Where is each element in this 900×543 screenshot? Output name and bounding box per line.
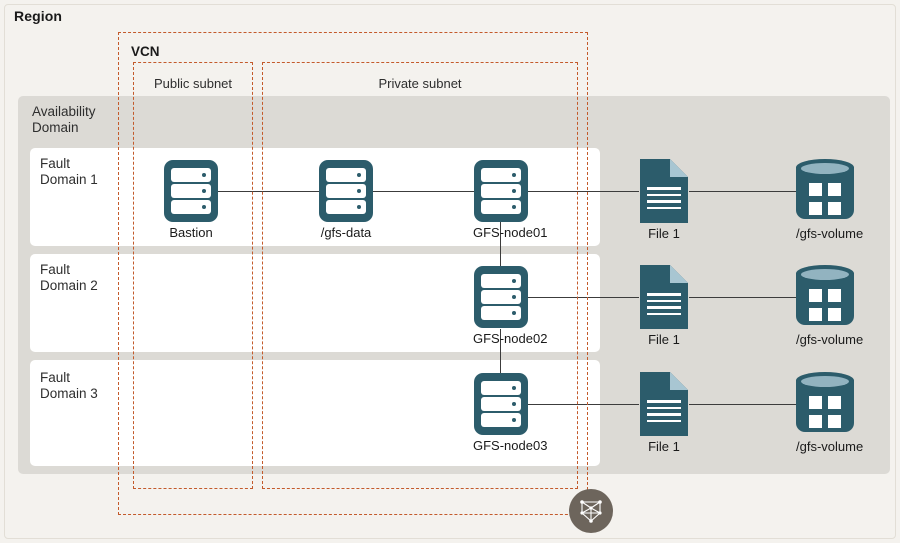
- block-volume-icon: [796, 159, 854, 223]
- link-bastion-to-gfs-data: [217, 191, 323, 192]
- region-title: Region: [14, 8, 63, 24]
- link-file1-to-volume-fd1: [689, 191, 796, 192]
- fault-domain-3-label: Fault Domain 3: [40, 370, 98, 401]
- link-node02-to-node03: [500, 329, 501, 377]
- link-node01-to-node02: [500, 222, 501, 270]
- file-icon: [640, 265, 688, 329]
- file-icon: [640, 159, 688, 223]
- server-icon: [474, 266, 528, 328]
- fault-domain-1-label: Fault Domain 1: [40, 156, 98, 187]
- node-bastion-label: Bastion: [169, 225, 213, 240]
- node-gfs-node03-label: GFS-node03: [473, 438, 548, 453]
- node-gfs-node01[interactable]: GFS-node01: [473, 160, 548, 240]
- node-file1-fd1[interactable]: File 1: [639, 159, 689, 241]
- availability-domain-label: Availability Domain: [32, 104, 96, 135]
- node-file1-fd3[interactable]: File 1: [639, 372, 689, 454]
- server-icon: [474, 160, 528, 222]
- link-gfs-data-to-node01: [372, 191, 474, 192]
- node-file1-fd3-label: File 1: [648, 439, 680, 454]
- private-subnet-boundary: [262, 62, 578, 489]
- node-volume-fd2-label: /gfs-volume: [796, 332, 864, 347]
- node-gfs-data[interactable]: /gfs-data: [318, 160, 374, 240]
- server-icon: [164, 160, 218, 222]
- link-node02-to-file1: [527, 297, 639, 298]
- node-file1-fd2[interactable]: File 1: [639, 265, 689, 347]
- node-volume-fd2[interactable]: /gfs-volume: [796, 265, 864, 347]
- node-volume-fd1[interactable]: /gfs-volume: [796, 159, 864, 241]
- node-file1-fd1-label: File 1: [648, 226, 680, 241]
- node-volume-fd3[interactable]: /gfs-volume: [796, 372, 864, 454]
- node-volume-fd3-label: /gfs-volume: [796, 439, 864, 454]
- file-icon: [640, 372, 688, 436]
- public-subnet-boundary: [133, 62, 253, 489]
- node-gfs-node02-label: GFS-node02: [473, 331, 548, 346]
- private-subnet-label: Private subnet: [378, 76, 462, 91]
- link-file1-to-volume-fd3: [689, 404, 796, 405]
- node-gfs-node02[interactable]: GFS-node02: [473, 266, 548, 346]
- block-volume-icon: [796, 265, 854, 329]
- node-gfs-data-label: /gfs-data: [320, 225, 372, 240]
- server-icon: [474, 373, 528, 435]
- glusterfs-logo: [569, 489, 613, 533]
- link-file1-to-volume-fd2: [689, 297, 796, 298]
- fault-domain-2-label: Fault Domain 2: [40, 262, 98, 293]
- vcn-label: VCN: [131, 44, 160, 59]
- vcn-boundary: [118, 32, 588, 515]
- link-node01-to-file1: [527, 191, 639, 192]
- public-subnet-label: Public subnet: [153, 76, 233, 91]
- node-file1-fd2-label: File 1: [648, 332, 680, 347]
- block-volume-icon: [796, 372, 854, 436]
- server-icon: [319, 160, 373, 222]
- link-node03-to-file1: [527, 404, 639, 405]
- node-bastion[interactable]: Bastion: [163, 160, 219, 240]
- node-gfs-node01-label: GFS-node01: [473, 225, 548, 240]
- node-gfs-node03[interactable]: GFS-node03: [473, 373, 548, 453]
- node-volume-fd1-label: /gfs-volume: [796, 226, 864, 241]
